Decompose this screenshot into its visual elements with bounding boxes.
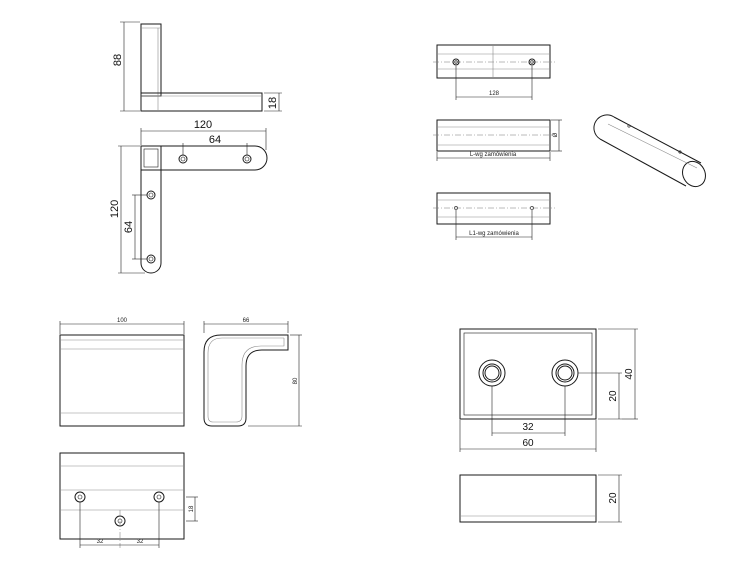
- dim-32-block-label: 32: [522, 422, 534, 433]
- clip-bottom-outline: [59, 452, 185, 540]
- bracket-top-view: 120 64 120 64: [109, 119, 268, 274]
- rod-l1-note: L1-wg zamówienia: [469, 231, 519, 237]
- clip-side-view: 66 80: [203, 318, 302, 427]
- dim-60-label: 60: [522, 438, 534, 449]
- dim-128-label: 128: [489, 91, 500, 97]
- rod-front-outline: [436, 119, 551, 152]
- rod-top-view: 128: [433, 44, 555, 100]
- block-front-outline: [459, 328, 597, 420]
- block-bottom-view: 20: [459, 474, 622, 523]
- rod-top-outline: [436, 44, 551, 79]
- clip-front-outline: [59, 334, 185, 427]
- dim-40-label: 40: [624, 368, 635, 380]
- dim-32-right-label: 32: [137, 539, 144, 545]
- dim-120-h-label: 120: [194, 119, 212, 131]
- dim-64-v-label: 64: [123, 221, 135, 233]
- rod-diameter-label: Ø: [553, 132, 559, 137]
- rod-end-face: [682, 160, 706, 188]
- bracket-post-square: [140, 145, 162, 171]
- rod-front-view: L-wg zamówienia Ø: [433, 119, 562, 161]
- block-front-view: 32 60 20 40: [459, 328, 638, 452]
- bracket-l-outline: [140, 145, 268, 274]
- dim-32-left-label: 32: [97, 539, 104, 545]
- dim-20-block-label: 20: [608, 492, 619, 504]
- dim-18-label: 18: [267, 97, 279, 109]
- dim-88-label: 88: [112, 54, 124, 66]
- clip-profile-outline: [203, 334, 289, 427]
- rod-isometric-view: [593, 114, 706, 188]
- rod-bottom-outline: [436, 192, 551, 225]
- dim-80-label: 80: [293, 377, 299, 384]
- bracket-arm: [140, 92, 263, 112]
- rod-bottom-view: L1-wg zamówienia: [433, 192, 555, 240]
- block-bottom-outline: [459, 474, 597, 523]
- clip-bottom-view: 18 32 32: [59, 452, 198, 548]
- dim-64-h-label: 64: [209, 134, 221, 146]
- dim-120-v-label: 120: [109, 200, 121, 218]
- rod-length-note: L-wg zamówienia: [470, 152, 517, 158]
- dim-100-label: 100: [117, 318, 128, 324]
- clip-front-view: 100: [59, 318, 185, 427]
- dim-18-clip-label: 18: [189, 505, 195, 512]
- dim-20-hole-label: 20: [608, 390, 619, 402]
- dim-66-label: 66: [243, 318, 250, 324]
- bracket-side-view: 88 18: [112, 21, 282, 112]
